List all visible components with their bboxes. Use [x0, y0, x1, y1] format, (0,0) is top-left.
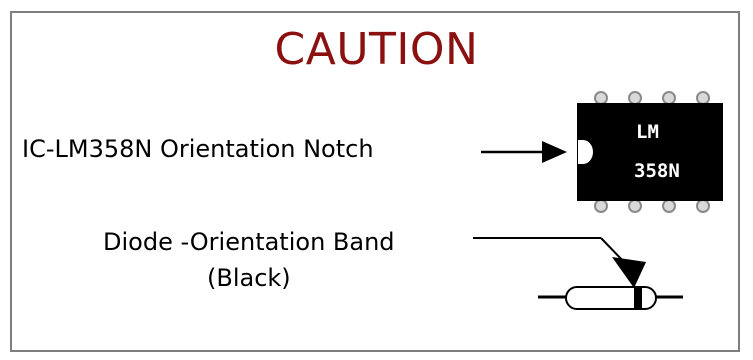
- caution-title: CAUTION: [274, 24, 479, 75]
- ic-notch-label: IC-LM358N Orientation Notch: [22, 135, 374, 163]
- diode: [538, 286, 683, 310]
- diode-body: [565, 286, 657, 310]
- ic-body: [577, 103, 723, 201]
- ic-bottom-pins: [594, 199, 710, 213]
- ic-notch-arrow: [481, 141, 567, 163]
- diode-band-color-label: (Black): [207, 264, 291, 292]
- diode-band-pointer: [473, 237, 646, 288]
- ic-top-pins: [594, 91, 710, 105]
- ic-chip: LM 358N: [577, 91, 723, 213]
- ic-orientation-notch: [578, 140, 593, 164]
- ic-text-line2: 358N: [634, 160, 680, 182]
- diode-orientation-band: [634, 286, 642, 310]
- diode-band-label: Diode -Orientation Band: [103, 228, 395, 256]
- ic-text-line1: LM: [636, 121, 659, 143]
